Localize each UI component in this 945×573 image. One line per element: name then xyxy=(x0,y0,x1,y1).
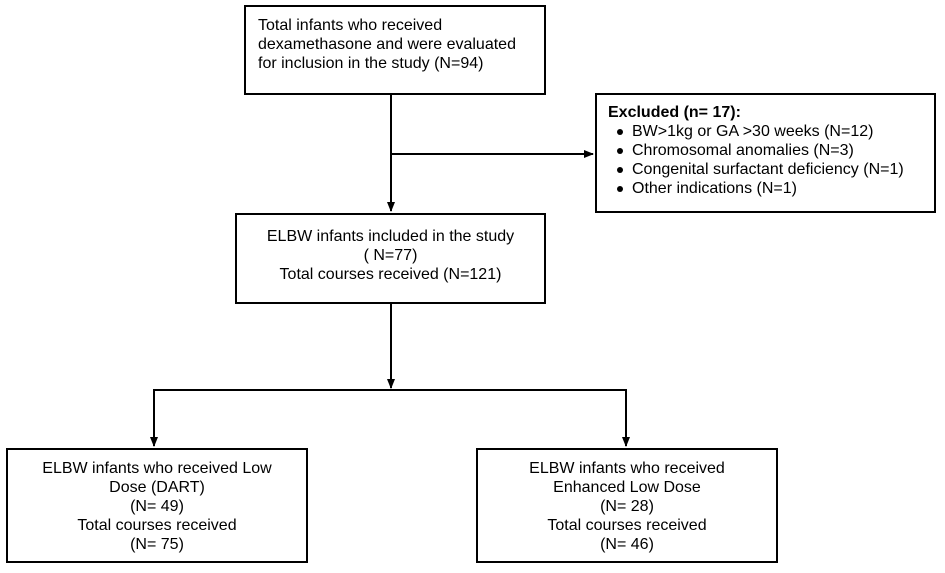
included-box-line: ELBW infants included in the study xyxy=(266,228,515,245)
enhanced-line: Enhanced Low Dose xyxy=(553,479,701,496)
enhanced-line: (N= 46) xyxy=(600,536,654,553)
low-dose-line: Total courses received xyxy=(77,517,237,534)
excluded-item: Congenital surfactant deficiency (N=1) xyxy=(617,160,926,179)
enhanced-line: Total courses received xyxy=(547,517,707,534)
low-dose-line: Dose (DART) xyxy=(109,479,205,496)
total-infants-box: Total infants who received dexamethasone… xyxy=(244,5,546,95)
low-dose-box: ELBW infants who received Low Dose (DART… xyxy=(6,448,308,563)
excluded-item: BW>1kg or GA >30 weeks (N=12) xyxy=(617,122,926,141)
low-dose-line: (N= 49) xyxy=(130,498,184,515)
enhanced-low-dose-box: ELBW infants who received Enhanced Low D… xyxy=(476,448,778,563)
excluded-title: Excluded (n= 17): xyxy=(608,104,741,121)
included-box-line: ( N=77) xyxy=(363,247,418,264)
total-box-line: for inclusion in the study (N=94) xyxy=(258,55,484,72)
total-box-line: dexamethasone and were evaluated xyxy=(258,36,516,53)
excluded-item: Chromosomal anomalies (N=3) xyxy=(617,141,926,160)
excluded-item: Other indications (N=1) xyxy=(617,179,926,198)
included-box-line: Total courses received (N=121) xyxy=(279,266,502,283)
included-infants-box: ELBW infants included in the study ( N=7… xyxy=(235,213,546,304)
enhanced-line: (N= 28) xyxy=(600,498,654,515)
excluded-box: Excluded (n= 17): BW>1kg or GA >30 weeks… xyxy=(595,93,936,213)
total-box-line: Total infants who received xyxy=(258,17,443,34)
low-dose-line: (N= 75) xyxy=(130,536,184,553)
excluded-list: BW>1kg or GA >30 weeks (N=12) Chromosoma… xyxy=(608,122,926,198)
low-dose-line: ELBW infants who received Low xyxy=(42,460,272,477)
enhanced-line: ELBW infants who received xyxy=(529,460,725,477)
